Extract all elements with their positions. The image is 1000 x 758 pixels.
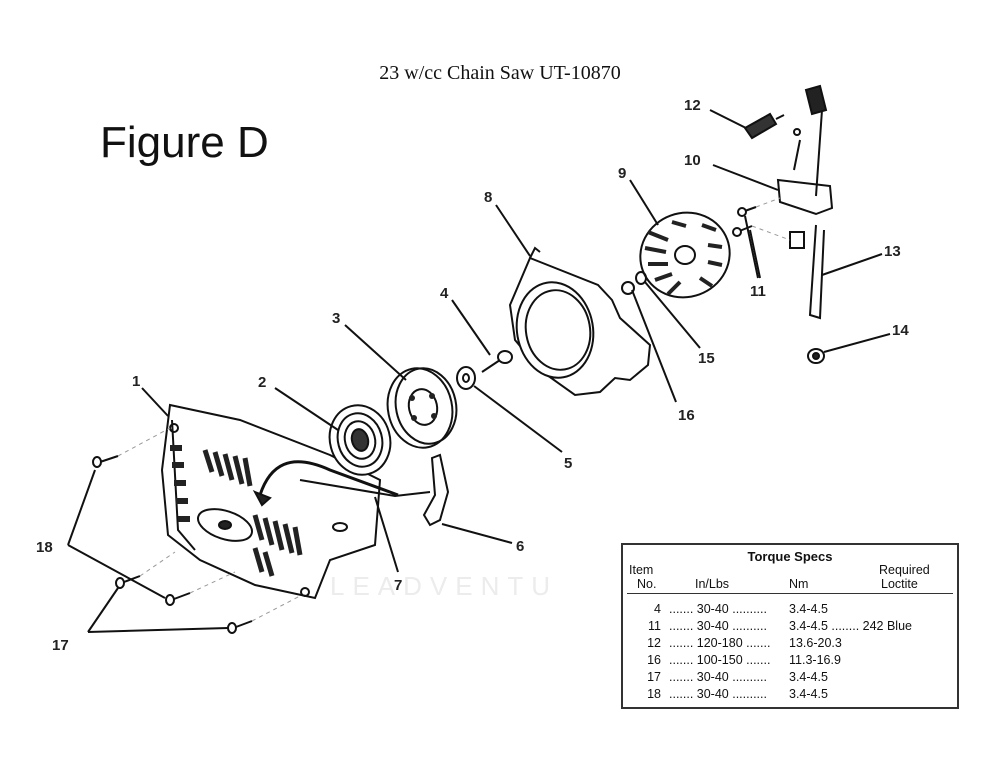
leader-lines [67, 109, 891, 633]
part-nut-16 [621, 281, 635, 295]
table-row: 4 ....... 30-40 .......... 3.4-4.5 [623, 601, 957, 618]
callout-8: 8 [484, 189, 492, 206]
torque-rows: 4 ....... 30-40 .......... 3.4-4.5 11 ..… [623, 601, 957, 703]
callout-13: 13 [884, 243, 901, 260]
cell-nm: 11.3-16.9 [789, 653, 841, 667]
header-item-line1: Item [629, 563, 654, 577]
torque-specs-table: Torque Specs Item No. In/Lbs Nm Required… [621, 543, 959, 709]
part-nut [807, 348, 825, 364]
table-row: 16 ....... 100-150 ....... 11.3-16.9 [623, 652, 957, 669]
cell-item: 11 [648, 619, 661, 633]
part-starter-handle [252, 453, 450, 527]
header-loctite-line1: Required [879, 563, 930, 577]
cell-item: 12 [647, 636, 661, 650]
cell-item: 18 [647, 687, 661, 701]
callout-11: 11 [750, 283, 766, 300]
cell-inlbs: ....... 30-40 .......... [669, 670, 767, 684]
header-inlbs: In/Lbs [695, 577, 730, 591]
cell-inlbs: ....... 30-40 .......... [669, 602, 767, 616]
cell-nm: 3.4-4.5 [789, 602, 828, 616]
callout-1: 1 [132, 373, 140, 390]
part-spark-plug [743, 112, 785, 140]
table-row: 11 ....... 30-40 .......... 3.4-4.5 ....… [623, 618, 957, 635]
cell-item: 16 [647, 653, 661, 667]
part-recoil-spring [328, 404, 392, 476]
cell-inlbs: ....... 30-40 .......... [669, 687, 767, 701]
header-item-line2: No. [637, 577, 657, 591]
callout-12: 12 [684, 97, 701, 114]
header-nm: Nm [789, 577, 809, 591]
part-flywheel [639, 211, 731, 299]
callout-14: 14 [892, 322, 909, 339]
callout-4: 4 [440, 285, 449, 302]
callout-7: 7 [394, 577, 402, 594]
header-rule [627, 593, 953, 594]
part-screws-11 [732, 206, 757, 237]
cell-nm: 3.4-4.5 ........ 242 Blue [789, 619, 912, 633]
table-row: 18 ....... 30-40 .......... 3.4-4.5 [623, 686, 957, 703]
part-rope [299, 479, 431, 498]
part-fan-housing [508, 246, 652, 397]
part-washer-5 [456, 366, 476, 390]
callout-17: 17 [52, 637, 69, 654]
cell-item: 17 [647, 670, 661, 684]
cell-nm: 3.4-4.5 [789, 670, 828, 684]
watermark-text: LEADVENTU [330, 571, 558, 601]
assembly-lines [117, 197, 791, 622]
callout-15: 15 [698, 350, 715, 367]
callout-9: 9 [618, 165, 626, 182]
part-stop-wire [789, 224, 825, 320]
part-pulley [386, 367, 458, 449]
header-loctite-line2: Loctite [881, 577, 918, 591]
callout-6: 6 [516, 538, 524, 555]
cell-item: 4 [654, 602, 661, 616]
table-row: 12 ....... 120-180 ....... 13.6-20.3 [623, 635, 957, 652]
part-screw-4 [481, 350, 513, 373]
cell-inlbs: ....... 30-40 .......... [669, 619, 767, 633]
callout-2: 2 [258, 374, 266, 391]
part-screws-17-18 [92, 455, 253, 634]
torque-specs-title: Torque Specs [747, 549, 833, 564]
cell-nm: 13.6-20.3 [789, 636, 842, 650]
callout-10: 10 [684, 152, 701, 169]
figure-label: Figure D [100, 118, 269, 167]
cell-inlbs: ....... 120-180 ....... [669, 636, 771, 650]
callout-5: 5 [564, 455, 572, 472]
cell-nm: 3.4-4.5 [789, 687, 828, 701]
part-washer-15 [635, 271, 647, 285]
callout-16: 16 [678, 407, 695, 424]
cell-inlbs: ....... 100-150 ....... [669, 653, 771, 667]
callout-3: 3 [332, 310, 340, 327]
callout-18: 18 [36, 539, 53, 556]
part-starter-housing [160, 403, 382, 600]
table-row: 17 ....... 30-40 .......... 3.4-4.5 [623, 669, 957, 686]
part-ignition-module [776, 84, 834, 216]
page-title: 23 w/cc Chain Saw UT-10870 [379, 62, 621, 84]
